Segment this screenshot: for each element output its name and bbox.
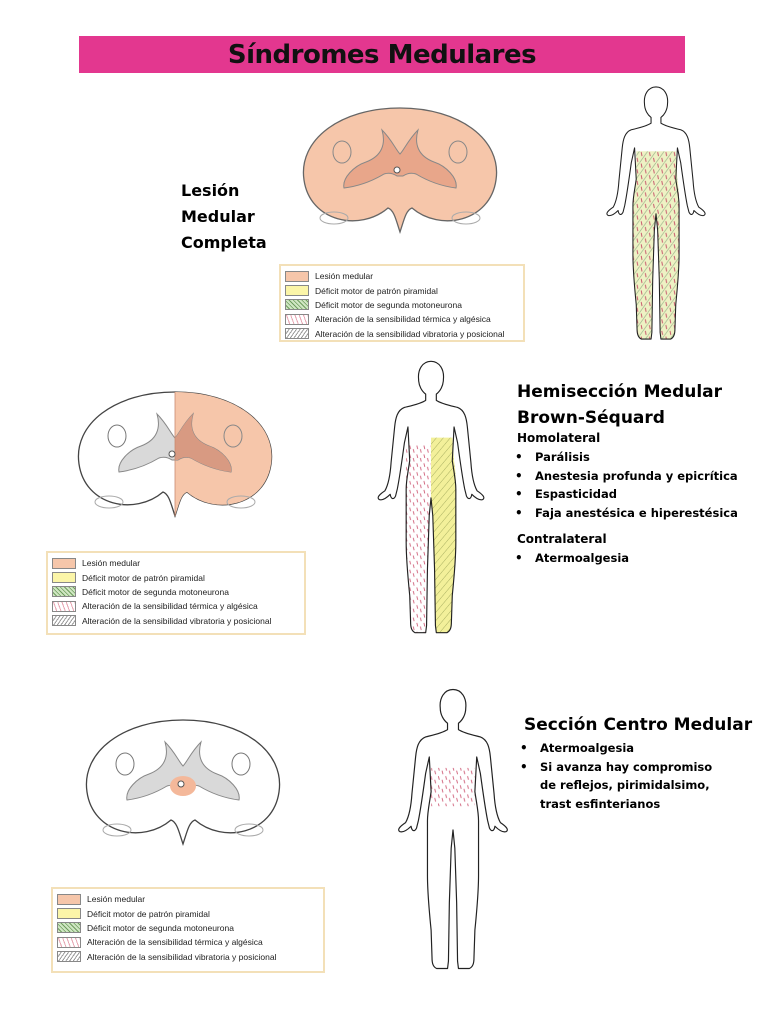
legend-row: Déficit motor de patrón piramidal bbox=[52, 570, 300, 584]
spinal-cord-diagram-complete bbox=[302, 107, 498, 235]
termica-swatch bbox=[52, 600, 76, 612]
tract-right bbox=[231, 752, 251, 776]
section2-title: Hemisección Medular Brown-Séquard bbox=[517, 379, 757, 431]
body-figure-central bbox=[398, 688, 508, 970]
legend-label: Alteración de la sensibilidad vibratoria… bbox=[82, 615, 272, 626]
body-outline bbox=[398, 688, 508, 970]
legend-label: Alteración de la sensibilidad vibratoria… bbox=[315, 328, 505, 339]
legend-label: Alteración de la sensibilidad térmica y … bbox=[82, 601, 258, 612]
tract-lower-right bbox=[226, 495, 256, 509]
legend-central: Lesión medular Déficit motor de patrón p… bbox=[51, 887, 325, 973]
central-canal bbox=[168, 450, 176, 458]
legend-row: Alteración de la sensibilidad vibratoria… bbox=[57, 950, 319, 964]
central-canal bbox=[177, 780, 185, 788]
list-item: Espasticidad bbox=[515, 485, 765, 504]
lesion-swatch bbox=[57, 893, 81, 905]
legend-label: Déficit motor de patrón piramidal bbox=[82, 572, 205, 583]
list-item: Atermoalgesia bbox=[520, 739, 730, 758]
legend-row: Alteración de la sensibilidad térmica y … bbox=[285, 312, 519, 326]
termica-swatch bbox=[57, 936, 81, 948]
body-figure-complete bbox=[606, 86, 706, 340]
piramidal-swatch bbox=[285, 285, 309, 297]
legend-label: Déficit motor de patrón piramidal bbox=[87, 908, 210, 919]
legend-label: Déficit motor de segunda motoneurona bbox=[82, 586, 229, 597]
legend-row: Alteración de la sensibilidad térmica y … bbox=[57, 935, 319, 949]
tract-right bbox=[223, 424, 243, 448]
homolateral-area bbox=[431, 437, 456, 633]
contralateral-label: Contralateral bbox=[517, 532, 607, 546]
vibratoria-swatch bbox=[285, 328, 309, 340]
legend-label: Alteración de la sensibilidad térmica y … bbox=[87, 937, 263, 948]
tract-lower-left bbox=[102, 823, 132, 837]
tract-left bbox=[115, 752, 135, 776]
legend-row: Déficit motor de segunda motoneurona bbox=[285, 298, 519, 312]
legend-label: Lesión medular bbox=[315, 271, 374, 282]
affected-band bbox=[431, 767, 475, 807]
contralateral-area bbox=[406, 444, 431, 633]
list-item: Atermoalgesia bbox=[515, 549, 765, 568]
piramidal-swatch bbox=[52, 572, 76, 584]
piramidal-swatch bbox=[57, 908, 81, 920]
tract-right bbox=[448, 140, 468, 164]
page-title: Síndromes Medulares bbox=[227, 39, 537, 70]
legend-label: Lesión medular bbox=[87, 894, 146, 905]
legend-row: Déficit motor de segunda motoneurona bbox=[57, 921, 319, 935]
grey-matter bbox=[126, 740, 240, 801]
section1-title: Lesión Medular Completa bbox=[181, 178, 281, 256]
segunda-swatch bbox=[52, 586, 76, 598]
legend-row: Alteración de la sensibilidad vibratoria… bbox=[52, 614, 300, 628]
section1-title-line: Completa bbox=[181, 233, 267, 252]
legend-label: Déficit motor de patrón piramidal bbox=[315, 285, 438, 296]
tract-lower-right bbox=[451, 211, 481, 225]
legend-row: Alteración de la sensibilidad vibratoria… bbox=[285, 327, 519, 341]
title-banner: Síndromes Medulares bbox=[79, 36, 685, 73]
vibratoria-swatch bbox=[52, 615, 76, 627]
body-figure-hemisection bbox=[377, 360, 485, 634]
lesion-swatch bbox=[52, 557, 76, 569]
vibratoria-swatch bbox=[57, 951, 81, 963]
tract-lower-right bbox=[234, 823, 264, 837]
central-list: Atermoalgesia Si avanza hay compromiso d… bbox=[520, 739, 730, 813]
section1-title-line: Lesión bbox=[181, 181, 240, 200]
lesion-swatch bbox=[285, 270, 309, 282]
section1-title-line: Medular bbox=[181, 207, 255, 226]
homolateral-list: Parálisis Anestesia profunda y epicrític… bbox=[515, 448, 765, 522]
section2-title-line: Hemisección Medular bbox=[517, 382, 723, 402]
legend-label: Déficit motor de segunda motoneurona bbox=[87, 922, 234, 933]
section2-title-line: Brown-Séquard bbox=[517, 408, 665, 428]
legend-label: Déficit motor de segunda motoneurona bbox=[315, 299, 462, 310]
list-item: Si avanza hay compromiso de reflejos, pi… bbox=[520, 758, 730, 814]
tract-lower-left bbox=[94, 495, 124, 509]
homolateral-label: Homolateral bbox=[517, 431, 601, 445]
grey-matter-lesion bbox=[175, 414, 232, 472]
grey-matter bbox=[343, 128, 457, 189]
affected-area bbox=[632, 151, 680, 340]
legend-row: Déficit motor de patrón piramidal bbox=[57, 906, 319, 920]
legend-row: Lesión medular bbox=[285, 269, 519, 283]
legend-row: Déficit motor de patrón piramidal bbox=[285, 283, 519, 297]
legend-label: Lesión medular bbox=[82, 558, 141, 569]
segunda-swatch bbox=[57, 922, 81, 934]
legend-row: Lesión medular bbox=[57, 892, 319, 906]
spinal-cord-diagram-hemisection bbox=[77, 391, 273, 519]
list-item: Parálisis bbox=[515, 448, 765, 467]
legend-label: Alteración de la sensibilidad térmica y … bbox=[315, 314, 491, 325]
contralateral-list: Atermoalgesia bbox=[515, 549, 765, 568]
tract-left bbox=[332, 140, 352, 164]
tract-left bbox=[107, 424, 127, 448]
legend-complete: Lesión medular Déficit motor de patrón p… bbox=[279, 264, 525, 342]
legend-label: Alteración de la sensibilidad vibratoria… bbox=[87, 951, 277, 962]
legend-row: Lesión medular bbox=[52, 556, 300, 570]
legend-hemisection: Lesión medular Déficit motor de patrón p… bbox=[46, 551, 306, 635]
list-item: Faja anestésica e hiperestésica bbox=[515, 504, 765, 523]
segunda-swatch bbox=[285, 299, 309, 311]
tract-lower-left bbox=[319, 211, 349, 225]
spinal-cord-diagram-central bbox=[85, 719, 281, 847]
section3-title: Sección Centro Medular bbox=[524, 715, 753, 735]
list-item: Anestesia profunda y epicrítica bbox=[515, 467, 765, 486]
termica-swatch bbox=[285, 313, 309, 325]
central-canal bbox=[393, 166, 401, 174]
legend-row: Déficit motor de segunda motoneurona bbox=[52, 585, 300, 599]
legend-row: Alteración de la sensibilidad térmica y … bbox=[52, 599, 300, 613]
